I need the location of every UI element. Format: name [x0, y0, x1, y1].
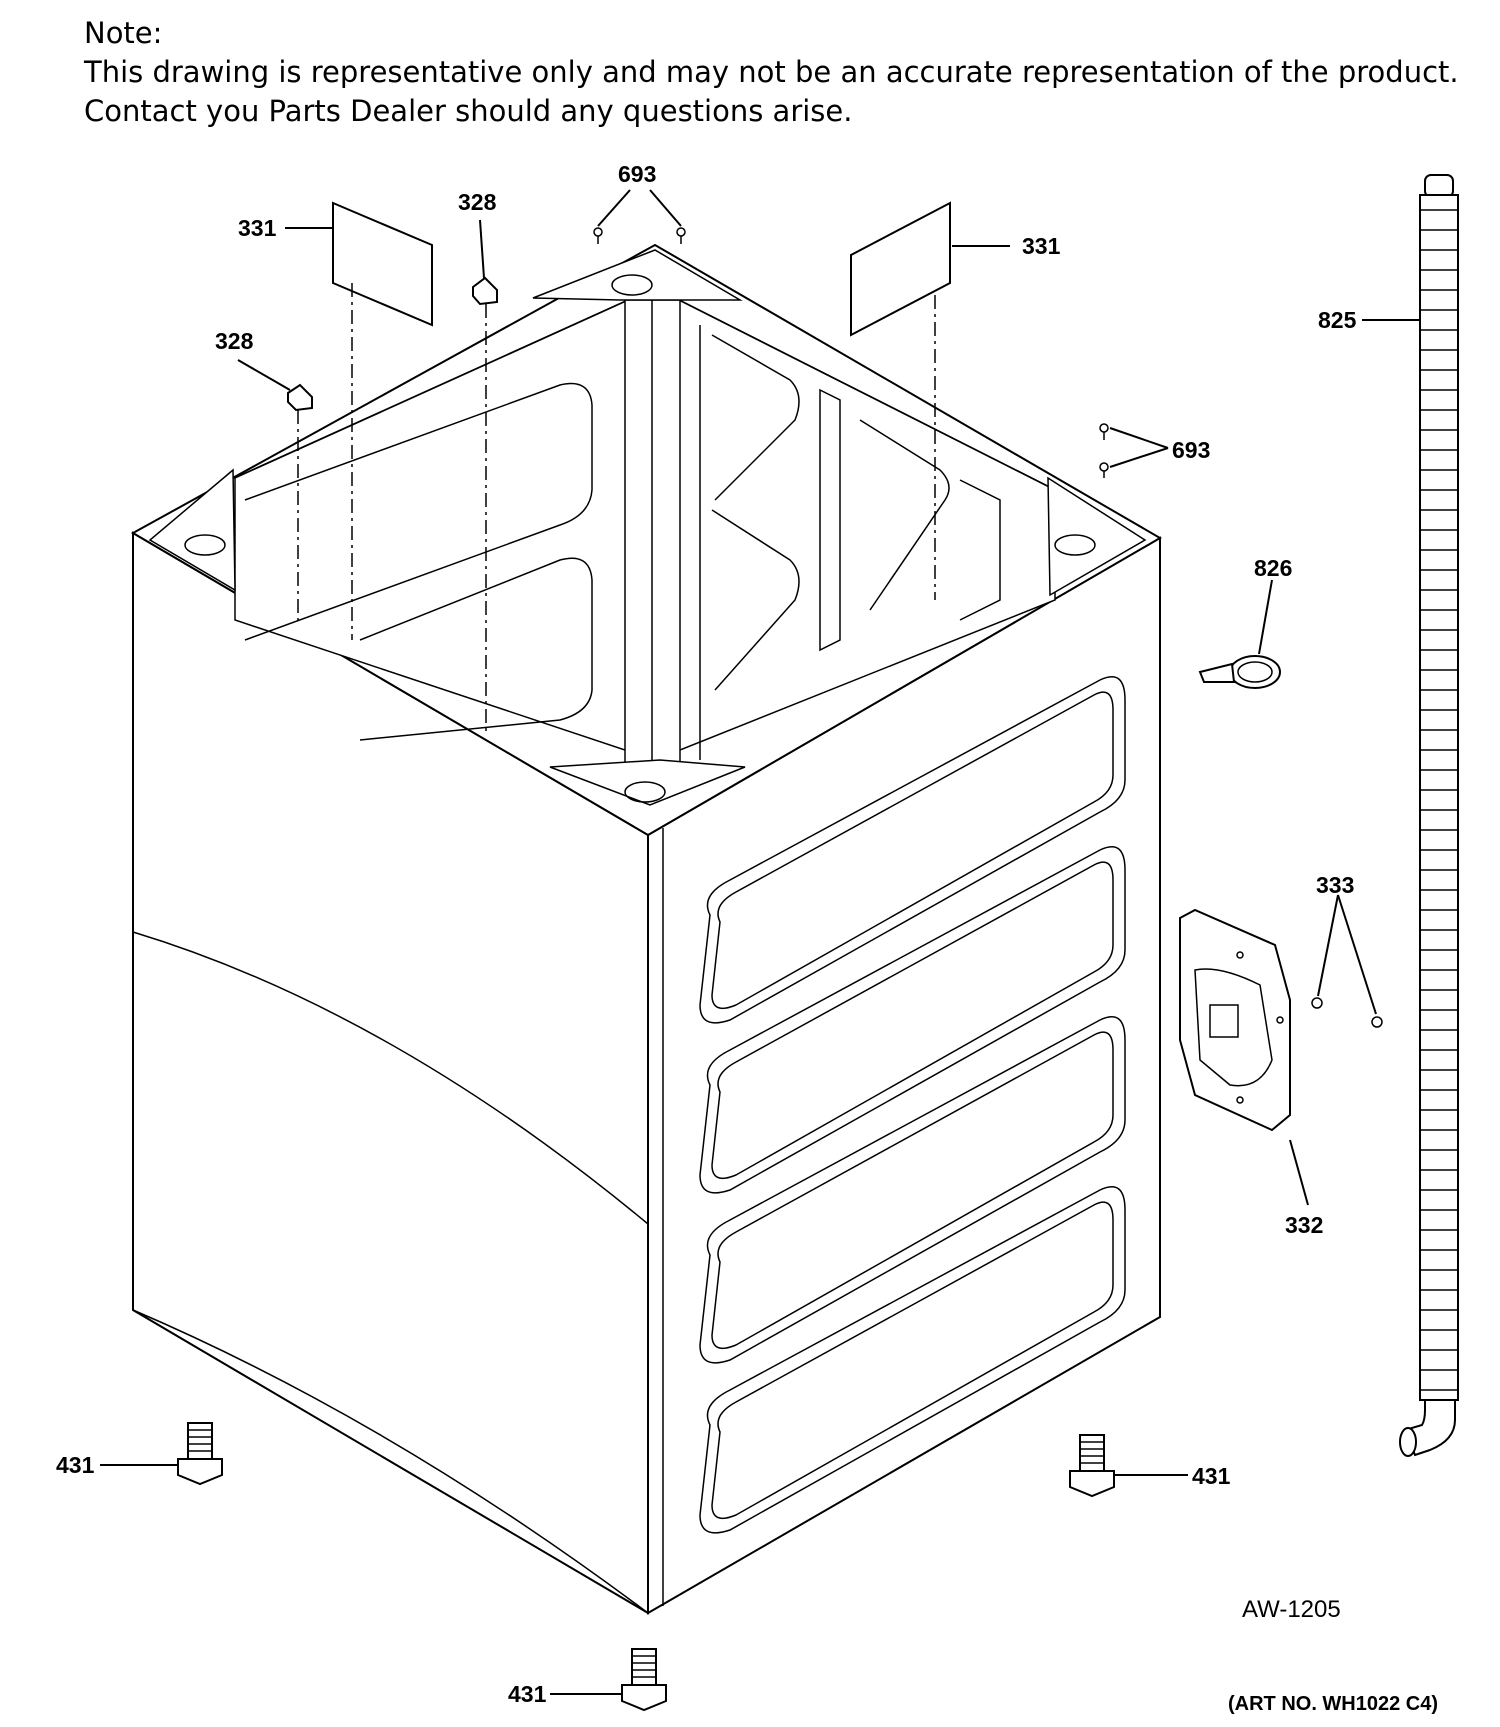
callout-328-top: 328 [458, 189, 497, 215]
callout-332: 332 [1285, 1212, 1323, 1238]
clip-328-left [287, 383, 313, 625]
leader-lines [100, 189, 1420, 1695]
screw-693-top [593, 227, 686, 244]
note-heading: Note: [84, 16, 163, 50]
disclaimer-note: Note: This drawing is representative onl… [84, 14, 1459, 131]
callout-693-top: 693 [618, 161, 656, 187]
callout-328-left: 328 [215, 328, 254, 354]
pad-331-right [850, 201, 951, 600]
washer-cabinet [130, 243, 1162, 1615]
callout-826: 826 [1254, 555, 1292, 581]
leveling-leg-431-bottom [621, 1648, 667, 1712]
note-line-1: This drawing is representative only and … [84, 55, 1459, 89]
leveling-leg-431-left [177, 1422, 223, 1486]
callout-825: 825 [1318, 307, 1357, 333]
callout-431-right: 431 [1192, 1463, 1231, 1489]
art-code: AW-1205 [1242, 1596, 1341, 1623]
hose-clamp-826 [1198, 655, 1281, 689]
callout-693-right: 693 [1172, 437, 1210, 463]
nut-333 [1311, 997, 1383, 1028]
screw-693-right [1099, 423, 1109, 478]
pad-331-left [332, 201, 433, 640]
leveling-leg-431-right [1069, 1434, 1115, 1498]
art-number: (ART NO. WH1022 C4) [1228, 1693, 1438, 1715]
callout-431-bottom: 431 [508, 1681, 547, 1707]
clip-328-top [472, 276, 498, 735]
note-line-2: Contact you Parts Dealer should any ques… [84, 94, 853, 128]
drain-hose-825 [1399, 174, 1459, 1457]
callout-331-right: 331 [1022, 233, 1061, 259]
rear-bracket-332 [1179, 908, 1291, 1132]
callout-331-left: 331 [238, 215, 277, 241]
callout-431-left: 431 [56, 1452, 95, 1478]
callout-333: 333 [1316, 872, 1354, 898]
